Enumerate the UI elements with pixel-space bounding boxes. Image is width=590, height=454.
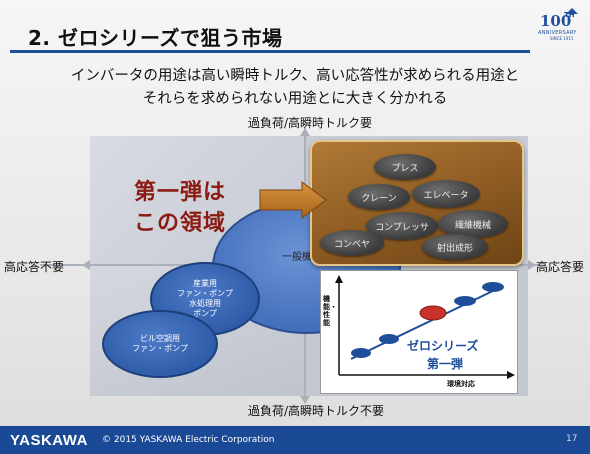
title-bar: 2. ゼロシリーズで狙う市場 <box>10 12 530 53</box>
copyright-text: © 2015 YASKAWA Electric Corporation <box>102 435 275 445</box>
logo-anniversary: ANNIVERSARY <box>538 30 577 36</box>
anniversary-logo: 100 TH ANNIVERSARY SINCE 1915 <box>538 8 582 42</box>
axis-arrow-up-icon <box>300 128 310 136</box>
target-callout-line-1: 第一弾は <box>134 180 227 205</box>
inset-dot-2 <box>379 334 399 344</box>
building-hvac-label: ビル空調用 ファン・ポンプ <box>132 334 188 353</box>
logo-since: SINCE 1915 <box>550 36 574 41</box>
inset-y-arrow-icon <box>335 275 343 283</box>
inset-dot-4 <box>482 282 504 292</box>
callout-arrow-icon <box>259 181 327 219</box>
inset-highlight-dot <box>419 305 447 321</box>
industrial-fan-pump-label: 産業用 ファン・ポンプ 水処理用 ポンプ <box>177 279 233 318</box>
axis-label-right: 高応答要 <box>536 260 585 274</box>
app-elevator: エレベータ <box>412 180 480 208</box>
page-number: 17 <box>566 434 578 444</box>
slide-title: 2. ゼロシリーズで狙う市場 <box>28 26 283 50</box>
axis-label-left: 高応答不要 <box>4 260 65 274</box>
subtitle-line-1: インバータの用途は高い瞬時トルク、高い応答性が求められる用途と <box>70 68 520 84</box>
logo-th: TH <box>564 11 575 19</box>
high-performance-region: プレス クレーン エレベータ コンプレッサ 繊維機械 コンベヤ 射出成形 <box>310 140 524 266</box>
general-machinery-label: 一般機械 <box>282 252 322 263</box>
inset-plot <box>335 275 515 379</box>
inset-x-arrow-icon <box>507 371 515 379</box>
app-textile-machinery: 繊維機械 <box>438 210 508 238</box>
footer-bar: YASKAWA © 2015 YASKAWA Electric Corporat… <box>0 426 590 454</box>
app-injection-molding: 射出成形 <box>422 234 488 260</box>
axis-label-bottom: 過負荷/高瞬時トルク不要 <box>248 404 385 418</box>
subtitle-line-2: それらを求められない用途とに大きく分かれる <box>142 91 448 107</box>
axis-arrow-left-icon <box>82 260 90 270</box>
target-callout-line-2: この領域 <box>134 211 227 236</box>
first-phase-label: 第一弾 <box>427 357 464 371</box>
inset-dot-3 <box>454 296 476 306</box>
axis-label-top: 過負荷/高瞬時トルク要 <box>248 116 373 130</box>
brand-logo: YASKAWA <box>10 432 88 449</box>
app-press: プレス <box>374 154 436 180</box>
performance-inset-chart: 機能・性能 環境対応 ゼロシリーズ 第一弾 <box>320 270 518 394</box>
zero-series-label: ゼロシリーズ <box>407 339 479 353</box>
axis-arrow-right-icon <box>528 260 536 270</box>
logo-roof-icon <box>566 8 578 14</box>
inset-y-label: 機能・性能 <box>323 295 337 327</box>
building-hvac-region: ビル空調用 ファン・ポンプ <box>102 310 218 378</box>
logo-number: 100 <box>540 12 572 30</box>
axis-arrow-down-icon <box>300 396 310 404</box>
inset-dot-1 <box>351 348 371 358</box>
app-conveyor: コンベヤ <box>320 230 384 256</box>
inset-x-label: 環境対応 <box>447 380 475 388</box>
app-crane: クレーン <box>348 184 410 210</box>
